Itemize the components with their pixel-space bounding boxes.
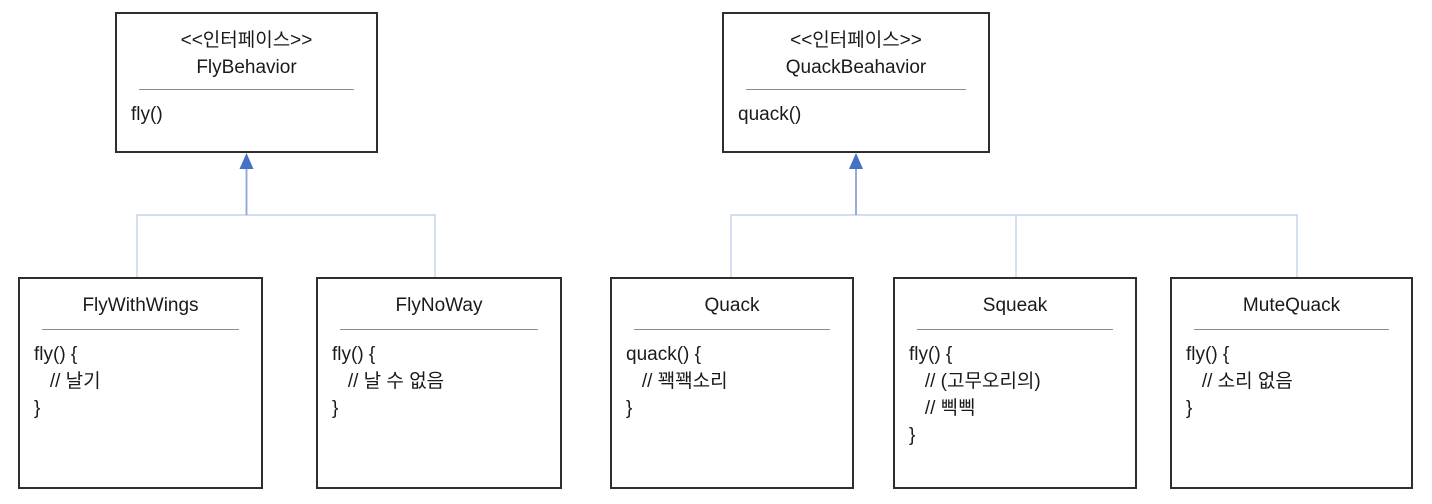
interface-stereotype: <<인터페이스>>	[180, 30, 313, 51]
code-line: fly() {	[34, 344, 78, 365]
class-name: Squeak	[982, 295, 1048, 316]
compartment-divider	[42, 329, 239, 330]
code-line: // 꽥꽥소리	[626, 371, 728, 392]
code-line: fly() {	[909, 344, 953, 365]
method-label: fly()	[131, 104, 163, 125]
branch-line-right	[730, 214, 1298, 277]
code-line: fly() {	[332, 344, 376, 365]
code-line: quack() {	[626, 344, 701, 365]
compartment-divider	[746, 89, 966, 90]
code-line: // 날 수 없음	[332, 371, 445, 392]
interface-stereotype: <<인터페이스>>	[790, 30, 922, 51]
branch-line-left	[136, 214, 436, 277]
interface-box-quackbeahavior: <<인터페이스>> QuackBeahavior quack()	[722, 12, 990, 153]
interface-name: FlyBehavior	[196, 57, 297, 78]
arrowhead-right-icon	[849, 153, 863, 169]
compartment-divider	[139, 89, 354, 90]
class-box-quack: Quack quack() { // 꽥꽥소리 }	[610, 277, 854, 489]
code-line: // 소리 없음	[1186, 371, 1293, 392]
class-name: Quack	[704, 295, 760, 316]
class-box-squeak: Squeak fly() { // (고무오리의) // 삑삑 }	[893, 277, 1137, 489]
code-line: // (고무오리의)	[909, 371, 1041, 392]
code-line: }	[1186, 398, 1193, 419]
interface-name: QuackBeahavior	[785, 57, 927, 78]
class-box-flywithwings: FlyWithWings fly() { // 날기 }	[18, 277, 263, 489]
code-line: fly() {	[1186, 344, 1230, 365]
compartment-divider	[1194, 329, 1389, 330]
code-line: }	[332, 398, 339, 419]
compartment-divider	[917, 329, 1113, 330]
compartment-divider	[340, 329, 538, 330]
interface-box-flybehavior: <<인터페이스>> FlyBehavior fly()	[115, 12, 378, 153]
code-line: }	[34, 398, 41, 419]
class-name: FlyNoWay	[395, 295, 483, 316]
compartment-divider	[634, 329, 830, 330]
code-line: }	[626, 398, 633, 419]
class-box-flynoway: FlyNoWay fly() { // 날 수 없음 }	[316, 277, 562, 489]
class-name: MuteQuack	[1242, 295, 1341, 316]
code-line: // 날기	[34, 371, 101, 392]
code-line: }	[909, 425, 916, 446]
class-box-mutequack: MuteQuack fly() { // 소리 없음 }	[1170, 277, 1413, 489]
method-label: quack()	[738, 104, 802, 125]
code-line: // 삑삑	[909, 398, 976, 419]
arrowhead-left-icon	[239, 153, 254, 169]
class-name: FlyWithWings	[82, 295, 199, 316]
